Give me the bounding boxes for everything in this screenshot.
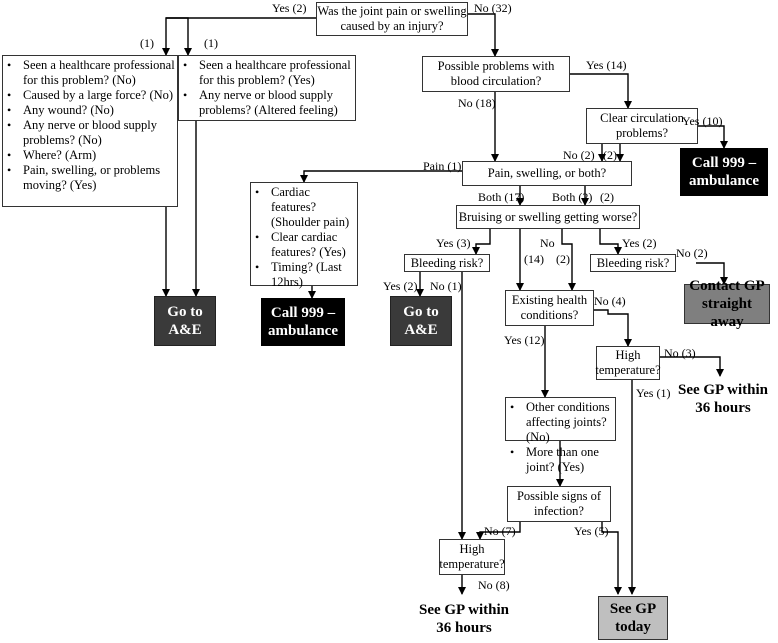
outcome-text: See GP within 36 hours: [677, 382, 768, 416]
see-gp-today-outcome: See GP today: [598, 596, 668, 640]
edge-label-bruise-yes3: Yes (3): [436, 236, 471, 250]
list-item: Any wound? (No): [7, 103, 175, 118]
infection-text: Possible signs of infection?: [516, 489, 602, 518]
edge-label-clear-yes: Yes (10): [682, 114, 723, 128]
list-item: Pain, swelling, or problems moving? (Yes…: [7, 163, 175, 193]
edge-label-existing-no: No (4): [594, 294, 626, 308]
injury-question-text: Was the joint pain or swelling caused by…: [317, 4, 467, 33]
bleeding-risk-question-1: Bleeding risk?: [404, 254, 490, 272]
list-item: Where? (Arm): [7, 148, 175, 163]
pain-swelling-text: Pain, swelling, or both?: [487, 166, 607, 180]
go-to-ae-outcome-1: Go to A&E: [154, 296, 216, 346]
edge-label-branch-b: (1): [204, 36, 218, 50]
outcome-text: Call 999 – ambulance: [688, 155, 759, 189]
edge-label-temp2-no: No (8): [478, 578, 510, 592]
call-999-outcome-2: Call 999 – ambulance: [261, 298, 345, 346]
injury-branch-b: Seen a healthcare professional for this …: [178, 55, 356, 121]
clear-circulation-text: Clear circulation problems?: [600, 111, 684, 140]
infection-question: Possible signs of infection?: [507, 486, 611, 522]
other-conditions-box: Other conditions affecting joints? (No) …: [505, 397, 616, 474]
outcome-text: Go to A&E: [167, 304, 203, 338]
injury-branch-a: Seen a healthcare professional for this …: [2, 55, 178, 207]
edge-label-existing-yes: Yes (12): [504, 333, 545, 347]
outcome-text: Go to A&E: [403, 304, 439, 338]
circulation-question-text: Possible problems with blood circulation…: [437, 59, 555, 88]
bruising-question: Bruising or swelling getting worse?: [456, 205, 640, 229]
edge-label-bleed1-no: No (1): [430, 279, 462, 293]
edge-label-bleed1-yes: Yes (2): [383, 279, 418, 293]
see-gp-36-hours-outcome-1: See GP within 36 hours: [676, 378, 770, 420]
list-item: Caused by a large force? (No): [7, 88, 175, 103]
edge-label-bruise-no14: (14): [524, 252, 544, 266]
clear-circulation-question: Clear circulation problems?: [586, 108, 698, 144]
list-item: Any nerve or blood supply problems? (No): [7, 118, 175, 148]
bleeding-risk-text: Bleeding risk?: [410, 255, 484, 270]
edge-label-infection-yes: Yes (5): [574, 524, 609, 538]
edge-label-temp1-no: No (3): [664, 346, 696, 360]
go-to-ae-outcome-2: Go to A&E: [390, 296, 452, 346]
bleeding-risk-question-2: Bleeding risk?: [590, 254, 676, 272]
outcome-text: See GP within 36 hours: [418, 602, 509, 636]
list-item: Seen a healthcare professional for this …: [183, 58, 353, 88]
edge-label-bleed2-no: No (2): [676, 246, 708, 260]
bruising-text: Bruising or swelling getting worse?: [458, 209, 638, 224]
see-gp-36-hours-outcome-2: See GP within 36 hours: [416, 598, 512, 640]
pain-swelling-question: Pain, swelling, or both?: [462, 161, 632, 186]
high-temperature-question-1: High temperature?: [595, 346, 661, 380]
list-item: Seen a healthcare professional for this …: [7, 58, 175, 88]
outcome-text: Call 999 – ambulance: [267, 305, 338, 339]
outcome-text: See GP today: [609, 601, 657, 635]
list-item: Clear cardiac features? (Yes): [255, 230, 355, 260]
existing-conditions-question: Existing health conditions?: [505, 290, 594, 326]
edge-label-clear-no-b: (2): [603, 148, 617, 162]
edge-label-injury-yes: Yes (2): [272, 1, 307, 15]
edge-label-both-2: Both (2): [552, 190, 593, 204]
list-item: Any nerve or blood supply problems? (Alt…: [183, 88, 353, 118]
edge-label-bruise-yes2: Yes (2): [622, 236, 657, 250]
list-item: More than one joint? (Yes): [510, 445, 613, 475]
edge-label-bruise-no: No: [540, 236, 555, 250]
edge-label-circ-yes: Yes (14): [586, 58, 627, 72]
list-item: Cardiac features? (Shoulder pain): [255, 185, 355, 230]
high-temperature-text: High temperature?: [439, 542, 505, 571]
edge-label-bruise-2: (2): [556, 252, 570, 266]
edge-label-temp1-yes: Yes (1): [636, 386, 671, 400]
cardiac-box: Cardiac features? (Shoulder pain) Clear …: [250, 182, 358, 289]
outcome-text: Contact GP straight away: [689, 278, 765, 330]
injury-question: Was the joint pain or swelling caused by…: [316, 2, 468, 36]
contact-gp-outcome: Contact GP straight away: [684, 278, 770, 330]
call-999-outcome-1: Call 999 – ambulance: [680, 148, 768, 196]
edge-label-both-2b: (2): [600, 190, 614, 204]
high-temperature-text: High temperature?: [595, 348, 661, 377]
existing-conditions-text: Existing health conditions?: [511, 293, 588, 322]
list-item: Timing? (Last 12hrs): [255, 260, 355, 290]
list-item: Other conditions affecting joints? (No): [510, 400, 613, 445]
circulation-question: Possible problems with blood circulation…: [422, 56, 570, 92]
edge-label-injury-no: No (32): [474, 1, 512, 15]
edge-label-both-17: Both (17): [478, 190, 525, 204]
edge-label-circ-no: No (18): [458, 96, 496, 110]
bleeding-risk-text: Bleeding risk?: [596, 255, 670, 270]
edge-label-infection-no: No (7): [484, 524, 516, 538]
edge-label-clear-no-a: No (2): [563, 148, 595, 162]
edge-label-branch-a: (1): [140, 36, 154, 50]
high-temperature-question-2: High temperature?: [439, 539, 505, 575]
edge-label-pain-only: Pain (1): [423, 159, 462, 173]
